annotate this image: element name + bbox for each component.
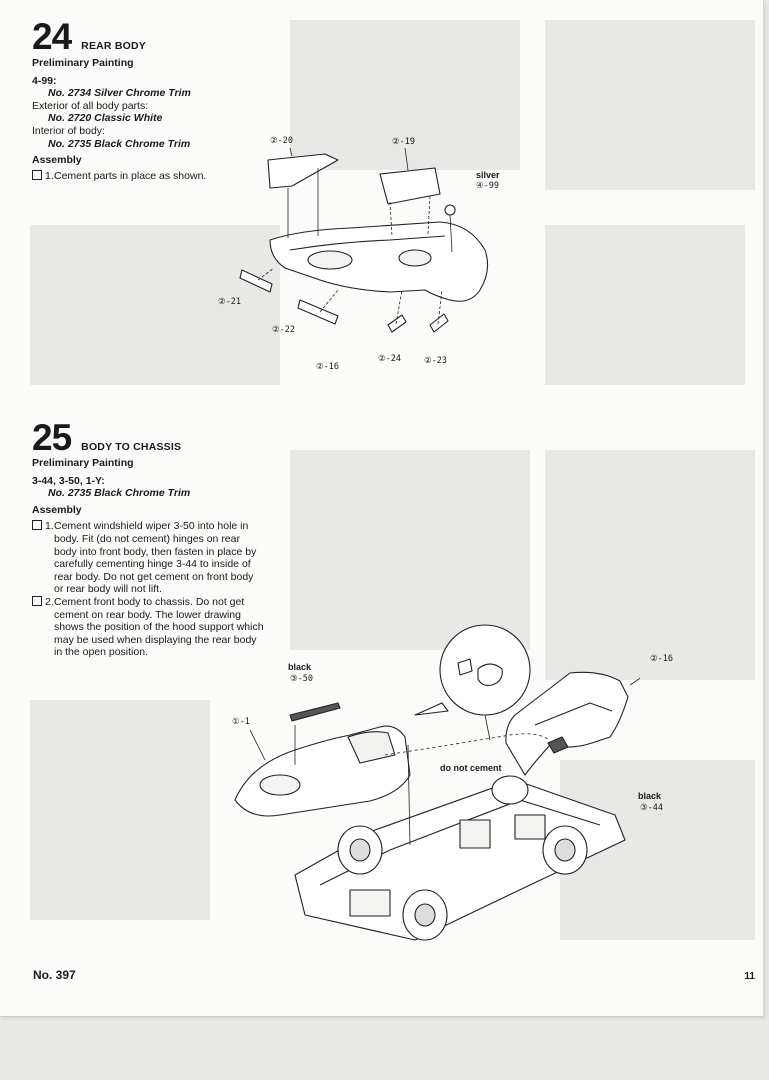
step-25-text: Preliminary Painting 3-44, 3-50, 1-Y: No…: [32, 457, 264, 659]
part-callout: ②-19: [392, 137, 415, 147]
part-callout: ②-16: [650, 654, 673, 664]
silver-label: silver: [476, 170, 500, 180]
step-24-assembly-heading: Assembly: [32, 154, 82, 167]
part-callout: ②-24: [378, 354, 401, 364]
step-24-title: REAR BODY: [81, 40, 146, 52]
paint-target: 3-44, 3-50, 1-Y:: [32, 474, 105, 487]
part-callout: ③-44: [640, 803, 663, 813]
part-callout: ③-50: [290, 674, 313, 684]
step-25-number: 25: [32, 417, 72, 458]
checkbox-icon[interactable]: [32, 169, 42, 180]
step-24-number: 24: [32, 16, 72, 57]
body-to-chassis-diagram: [234, 624, 640, 941]
step-24-heading: 24 REAR BODY: [32, 18, 146, 55]
part-callout: ②-21: [218, 297, 241, 307]
step-25-title: BODY TO CHASSIS: [81, 441, 182, 453]
checkbox-icon[interactable]: [32, 520, 42, 531]
manual-page: 24 REAR BODY Preliminary Painting 4-99: …: [0, 0, 764, 1017]
black-label: black: [288, 662, 312, 672]
kit-number: No. 397: [33, 968, 76, 982]
part-callout: ②-23: [424, 356, 447, 366]
step-25-assembly-heading: Assembly: [32, 503, 82, 516]
paint-name: No. 2735 Black Chrome Trim: [48, 137, 191, 150]
paint-name: No. 2720 Classic White: [48, 112, 163, 125]
paint-target: 4-99:: [32, 74, 57, 87]
instruction-item: 1. Cement windshield wiper 3-50 into hol…: [32, 520, 264, 596]
step-24-text: Preliminary Painting 4-99: No. 2734 Silv…: [32, 57, 272, 182]
show-through-background: [30, 20, 755, 940]
part-callout: ②-22: [272, 325, 295, 335]
part-callout: ①-1: [232, 717, 250, 727]
rear-body-diagram: [239, 147, 489, 333]
step-25-heading: 25 BODY TO CHASSIS: [32, 419, 181, 456]
paint-name: No. 2734 Silver Chrome Trim: [48, 87, 191, 100]
part-callout: ②-16: [316, 362, 339, 372]
do-not-cement-label: do not cement: [440, 763, 502, 773]
checkbox-icon[interactable]: [32, 595, 42, 606]
part-callout: ④-99: [476, 181, 499, 191]
paint-name: No. 2735 Black Chrome Trim: [48, 487, 191, 500]
step-24-prelim-heading: Preliminary Painting: [32, 57, 134, 69]
black-label: black: [638, 791, 662, 801]
paint-target: Interior of body:: [32, 124, 105, 137]
instruction-item: 2. Cement front body to chassis. Do not …: [32, 595, 264, 659]
part-callout: ②-20: [270, 136, 293, 146]
instruction-item: 1. Cement parts in place as shown.: [32, 169, 272, 183]
page-number: 11: [744, 971, 755, 982]
paint-target: Exterior of all body parts:: [32, 99, 149, 112]
step-25-prelim-heading: Preliminary Painting: [32, 457, 134, 469]
